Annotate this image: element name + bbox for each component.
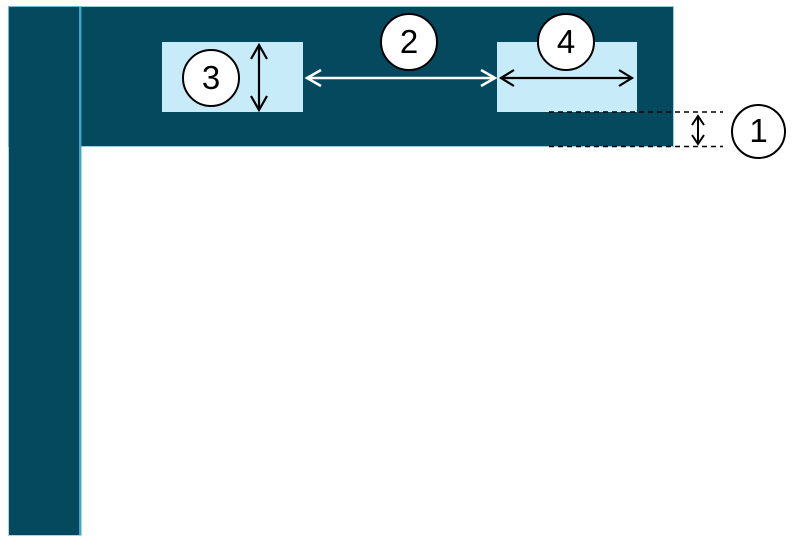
offset-gap-arrow: [691, 114, 705, 146]
callout-3-label: 3: [201, 58, 221, 96]
callout-4: 4: [537, 13, 595, 71]
callout-4-label: 4: [556, 22, 576, 60]
callout-1: 1: [731, 104, 786, 159]
callout-3: 3: [182, 49, 240, 107]
callout-1-label: 1: [749, 112, 768, 149]
sidebar-shape: [8, 6, 82, 536]
callout-2-label: 2: [399, 22, 419, 60]
callout-2: 2: [380, 13, 438, 71]
